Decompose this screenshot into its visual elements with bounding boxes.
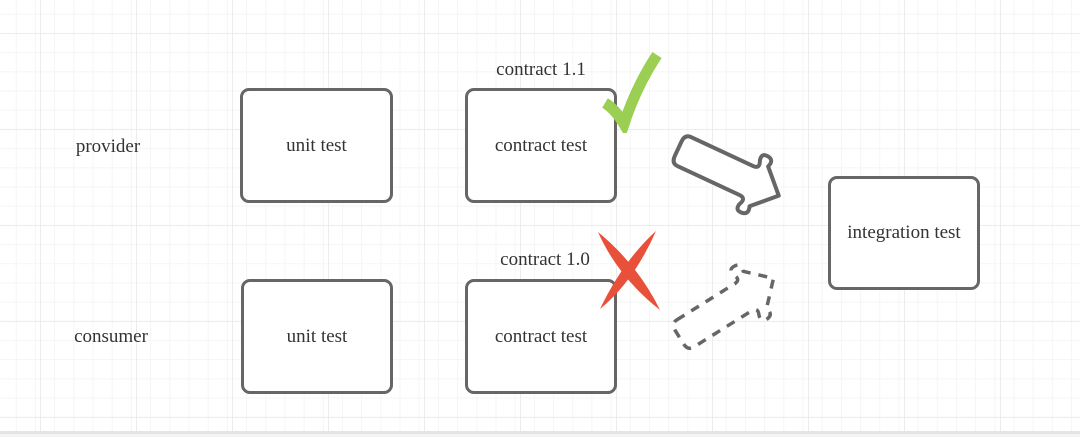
annotation-contract-1-0: contract 1.0: [500, 249, 590, 270]
node-label: integration test: [847, 222, 961, 243]
page-edge-line: [0, 431, 1080, 434]
node-consumer-unit-test: unit test: [241, 279, 393, 394]
row-label-provider: provider: [75, 136, 141, 157]
check-icon: [601, 51, 662, 133]
annotation-contract-1-1: contract 1.1: [496, 59, 586, 80]
node-provider-unit-test: unit test: [240, 88, 393, 203]
node-label: contract test: [494, 134, 588, 156]
x-icon: [598, 231, 660, 310]
row-label-consumer: consumer: [74, 326, 148, 347]
node-integration-test: integration test: [828, 176, 980, 290]
node-consumer-contract-test: contract test: [465, 279, 617, 394]
arrow-dashed-icon: [671, 263, 776, 351]
node-label: unit test: [286, 325, 348, 347]
node-label: unit test: [286, 134, 347, 156]
arrow-solid-icon: [671, 134, 781, 216]
node-provider-contract-test: contract test: [465, 88, 617, 203]
node-label: contract test: [494, 325, 588, 347]
page-below-strip: [0, 434, 1080, 437]
